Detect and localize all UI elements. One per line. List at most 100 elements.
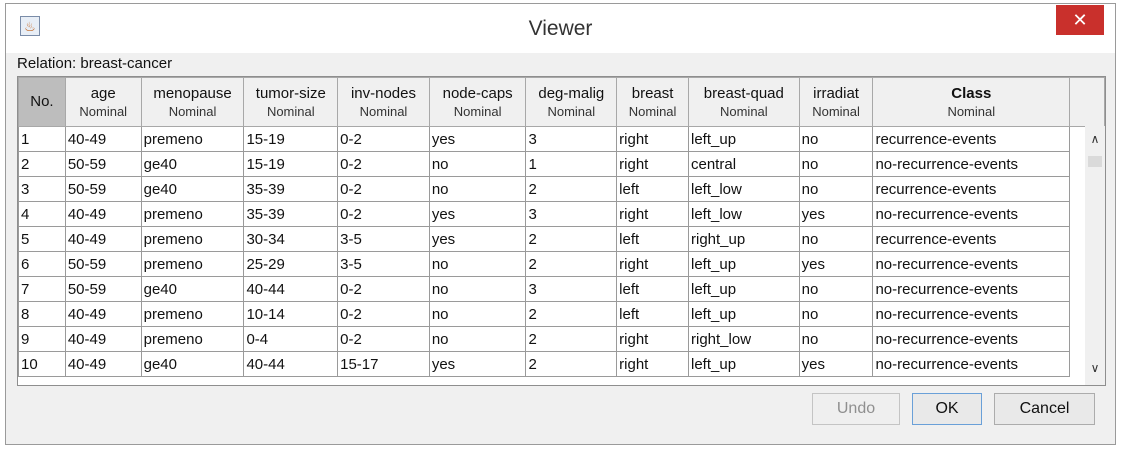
table-cell[interactable]: 3-5 xyxy=(337,251,430,277)
table-cell[interactable]: no-recurrence-events xyxy=(872,351,1071,377)
table-cell[interactable]: 1 xyxy=(18,126,66,152)
table-cell[interactable]: 40-49 xyxy=(64,201,142,227)
table-cell[interactable]: 15-19 xyxy=(243,126,339,152)
table-cell[interactable]: 3 xyxy=(525,126,618,152)
table-cell[interactable]: left_up xyxy=(688,301,800,327)
table-cell[interactable]: 50-59 xyxy=(64,251,142,277)
table-cell[interactable]: no-recurrence-events xyxy=(872,276,1071,302)
table-cell[interactable]: 10-14 xyxy=(243,301,339,327)
table-cell[interactable]: 1 xyxy=(525,151,618,177)
table-cell[interactable]: right xyxy=(616,251,689,277)
table-cell[interactable]: left xyxy=(616,226,689,252)
table-cell[interactable]: yes xyxy=(798,201,874,227)
table-cell[interactable]: no-recurrence-events xyxy=(872,151,1071,177)
title-bar[interactable]: ♨ Viewer ✕ xyxy=(6,4,1115,53)
table-cell[interactable]: 3 xyxy=(18,176,66,202)
table-cell[interactable]: 0-4 xyxy=(243,326,339,352)
table-cell[interactable]: 2 xyxy=(525,326,618,352)
table-cell[interactable]: 0-2 xyxy=(337,276,430,302)
table-cell[interactable]: no xyxy=(428,276,527,302)
table-cell[interactable]: 40-49 xyxy=(64,326,142,352)
table-cell[interactable]: no xyxy=(798,176,874,202)
table-cell[interactable]: premeno xyxy=(140,126,245,152)
table-cell[interactable]: 3 xyxy=(525,201,618,227)
table-cell[interactable]: no xyxy=(798,301,874,327)
table-cell[interactable]: no xyxy=(428,251,527,277)
table-cell[interactable]: right_up xyxy=(688,226,800,252)
table-cell[interactable]: premeno xyxy=(140,251,245,277)
table-cell[interactable]: no xyxy=(428,301,527,327)
table-cell[interactable]: left xyxy=(616,276,689,302)
table-cell[interactable]: 6 xyxy=(18,251,66,277)
table-cell[interactable]: no-recurrence-events xyxy=(872,301,1071,327)
table-cell[interactable]: 40-49 xyxy=(64,301,142,327)
table-cell[interactable]: premeno xyxy=(140,326,245,352)
table-cell[interactable]: premeno xyxy=(140,201,245,227)
table-cell[interactable]: 9 xyxy=(18,326,66,352)
undo-button[interactable]: Undo xyxy=(812,393,900,425)
table-cell[interactable]: 2 xyxy=(525,251,618,277)
table-cell[interactable]: 7 xyxy=(18,276,66,302)
chevron-up-icon[interactable]: ∧ xyxy=(1090,132,1100,146)
table-cell[interactable]: ge40 xyxy=(140,276,245,302)
table-cell[interactable]: 0-2 xyxy=(337,201,430,227)
table-cell[interactable]: yes xyxy=(798,251,874,277)
scrollbar-thumb[interactable] xyxy=(1088,156,1102,167)
table-cell[interactable]: no xyxy=(798,226,874,252)
table-cell[interactable]: 0-2 xyxy=(337,176,430,202)
table-cell[interactable]: no xyxy=(428,151,527,177)
table-cell[interactable]: 40-49 xyxy=(64,351,142,377)
table-cell[interactable]: no xyxy=(798,151,874,177)
table-cell[interactable]: right xyxy=(616,201,689,227)
table-cell[interactable]: left_low xyxy=(688,176,800,202)
table-cell[interactable]: no-recurrence-events xyxy=(872,326,1071,352)
table-cell[interactable]: recurrence-events xyxy=(872,126,1071,152)
table-cell[interactable]: left_up xyxy=(688,126,800,152)
cancel-button[interactable]: Cancel xyxy=(994,393,1095,425)
table-cell[interactable]: recurrence-events xyxy=(872,226,1071,252)
table-cell[interactable]: no xyxy=(798,276,874,302)
table-cell[interactable]: ge40 xyxy=(140,351,245,377)
table-cell[interactable]: no-recurrence-events xyxy=(872,251,1071,277)
table-cell[interactable]: 3 xyxy=(525,276,618,302)
table-cell[interactable]: premeno xyxy=(140,301,245,327)
table-cell[interactable]: no xyxy=(798,126,874,152)
table-cell[interactable]: right xyxy=(616,126,689,152)
table-cell[interactable]: 40-44 xyxy=(243,276,339,302)
table-cell[interactable]: 30-34 xyxy=(243,226,339,252)
table-cell[interactable]: 8 xyxy=(18,301,66,327)
table-cell[interactable]: 10 xyxy=(18,351,66,377)
table-cell[interactable]: no xyxy=(798,326,874,352)
column-header-no[interactable]: No. xyxy=(18,77,66,127)
table-cell[interactable]: 50-59 xyxy=(64,176,142,202)
table-cell[interactable]: 2 xyxy=(525,226,618,252)
table-cell[interactable]: right xyxy=(616,326,689,352)
table-cell[interactable]: right xyxy=(616,351,689,377)
table-cell[interactable]: 3-5 xyxy=(337,226,430,252)
table-cell[interactable]: ge40 xyxy=(140,176,245,202)
table-cell[interactable]: premeno xyxy=(140,226,245,252)
table-cell[interactable]: 0-2 xyxy=(337,326,430,352)
table-cell[interactable]: yes xyxy=(428,226,527,252)
table-cell[interactable]: 2 xyxy=(525,351,618,377)
table-cell[interactable]: 40-49 xyxy=(64,226,142,252)
table-cell[interactable]: 2 xyxy=(18,151,66,177)
table-cell[interactable]: 15-19 xyxy=(243,151,339,177)
